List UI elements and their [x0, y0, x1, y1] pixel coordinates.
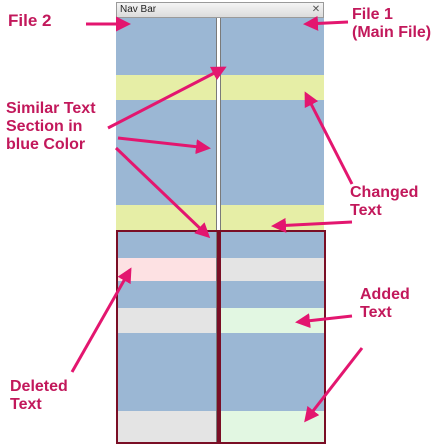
- similar-section: [116, 18, 216, 75]
- callout-deleted-line2: Text: [10, 396, 42, 413]
- arrow-icon: [304, 347, 364, 423]
- similar-section: [221, 281, 324, 308]
- arrow-icon: [117, 136, 211, 155]
- arrow-icon: [303, 15, 349, 31]
- callout-added: Added Text: [360, 286, 410, 322]
- callout-file1-line1: File 1: [352, 6, 393, 23]
- blank-section: [116, 308, 216, 333]
- arrow-icon: [107, 66, 227, 130]
- callout-similar-line3: blue Color: [6, 136, 86, 153]
- callout-similar-line2: Section in: [6, 118, 83, 135]
- similar-section: [116, 333, 216, 411]
- deleted-section: [116, 258, 216, 281]
- callout-file2-text: File 2: [8, 11, 52, 30]
- callout-added-line2: Text: [360, 304, 392, 321]
- similar-section: [116, 281, 216, 308]
- callout-changed: Changed Text: [350, 184, 418, 220]
- callout-file1-line2: (Main File): [352, 24, 432, 41]
- callout-similar-line1: Similar Text: [6, 100, 96, 117]
- nav-bar-title: Nav Bar: [120, 4, 157, 15]
- arrow-icon: [271, 217, 353, 233]
- similar-section: [221, 100, 324, 205]
- close-icon[interactable]: ✕: [311, 4, 321, 15]
- arrow-icon: [70, 267, 132, 373]
- arrow-icon: [304, 91, 354, 185]
- arrow-icon: [114, 146, 211, 239]
- callout-file1: File 1 (Main File): [352, 6, 431, 42]
- callout-changed-line1: Changed: [350, 184, 419, 201]
- blank-section: [221, 258, 324, 281]
- callout-file2: File 2: [8, 12, 51, 30]
- similar-section: [221, 230, 324, 258]
- blank-section: [116, 411, 216, 444]
- nav-bar-window: Nav Bar ✕: [116, 2, 324, 18]
- callout-similar: Similar Text Section in blue Color: [6, 100, 96, 154]
- callout-deleted-line1: Deleted: [10, 378, 68, 395]
- callout-deleted: Deleted Text: [10, 378, 68, 414]
- callout-changed-line2: Text: [350, 202, 382, 219]
- similar-section: [221, 333, 324, 411]
- arrow-icon: [295, 313, 353, 329]
- callout-added-line1: Added: [360, 286, 410, 303]
- diff-region-frame-left: [116, 230, 219, 444]
